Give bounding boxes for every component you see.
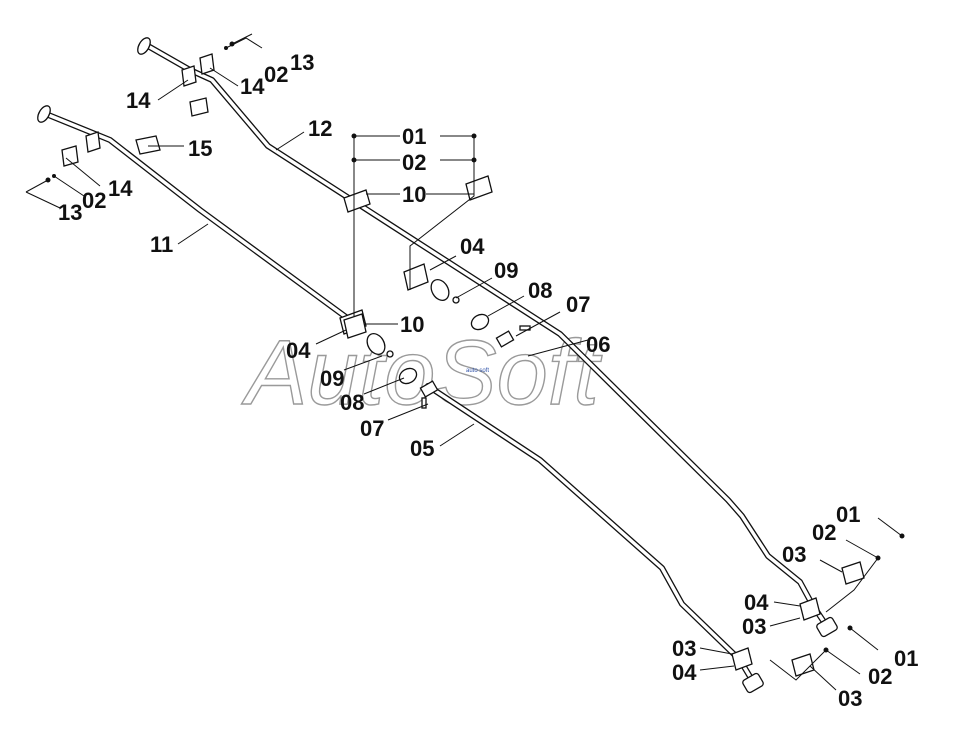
label-01: 01 (836, 502, 860, 527)
label-02: 02 (402, 150, 426, 175)
label-02: 02 (264, 62, 288, 87)
label-15: 15 (188, 136, 212, 161)
label-10: 10 (400, 312, 424, 337)
coupling-upper (430, 279, 531, 348)
label-10: 10 (402, 182, 426, 207)
label-02: 02 (82, 188, 106, 213)
label-04: 04 (744, 590, 769, 615)
label-04: 04 (460, 234, 485, 259)
label-07: 07 (360, 416, 384, 441)
plate-15-top (189, 97, 209, 117)
label-09: 09 (494, 258, 518, 283)
clamp-14-left (61, 131, 101, 167)
pipe-11 (43, 111, 353, 323)
pipe-05 (425, 383, 755, 683)
callout-labels: 13 02 14 14 15 12 13 02 14 11 01 02 10 0… (58, 50, 918, 711)
label-08: 08 (340, 390, 364, 415)
label-13: 13 (58, 200, 82, 225)
clamp-04-upper (403, 263, 429, 291)
label-07: 07 (566, 292, 590, 317)
end-cap-right (816, 616, 838, 638)
label-12: 12 (308, 116, 332, 141)
label-01: 01 (402, 124, 426, 149)
label-03: 03 (672, 636, 696, 661)
label-04: 04 (286, 338, 311, 363)
label-14: 14 (240, 74, 265, 99)
pipe-12 (145, 43, 827, 625)
label-02: 02 (868, 664, 892, 689)
label-09: 09 (320, 366, 344, 391)
coupling-lower (366, 333, 439, 409)
label-04: 04 (672, 660, 697, 685)
label-14: 14 (108, 176, 133, 201)
clamp-04-lower (343, 313, 367, 339)
label-05: 05 (410, 436, 434, 461)
label-03: 03 (782, 542, 806, 567)
label-02: 02 (812, 520, 836, 545)
plate-15 (135, 135, 161, 155)
clamp-04-right (799, 597, 821, 621)
end-cap-bottom (742, 672, 764, 694)
label-03: 03 (742, 614, 766, 639)
bracket-10-upper-left (343, 189, 371, 213)
clamp-14-top (181, 53, 215, 87)
bracket-10-upper-right (465, 175, 493, 201)
flange-top (137, 37, 151, 55)
label-01: 01 (894, 646, 918, 671)
label-14: 14 (126, 88, 151, 113)
clamp-03-right (841, 561, 865, 585)
clamp-04-bottom (731, 647, 753, 671)
label-11: 11 (150, 232, 173, 257)
label-06: 06 (586, 332, 610, 357)
watermark-sub: auto soft (466, 368, 489, 374)
label-08: 08 (528, 278, 552, 303)
flange-left (37, 105, 51, 123)
label-13: 13 (290, 50, 314, 75)
label-03: 03 (838, 686, 862, 711)
leader-lines (25, 37, 903, 691)
